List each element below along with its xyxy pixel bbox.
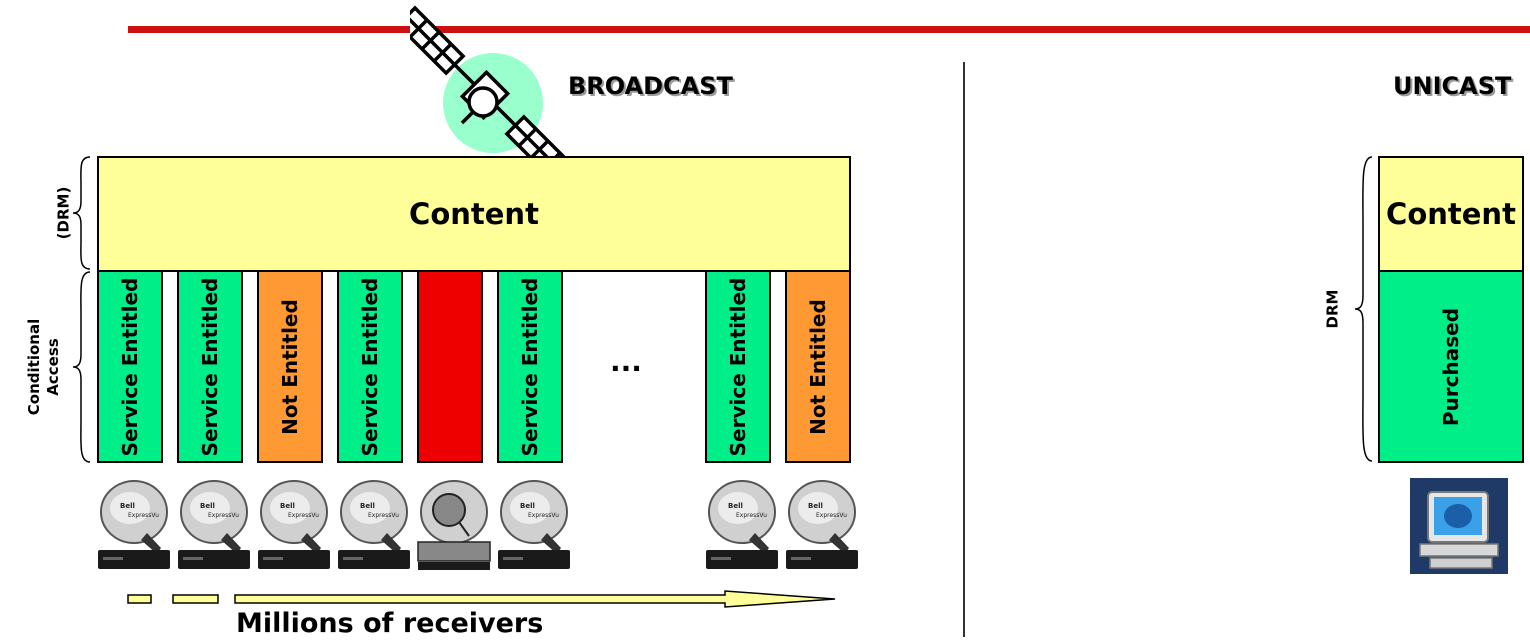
receiver-model: ExpressVu — [208, 512, 239, 519]
receiver-brand: Bell — [360, 502, 375, 510]
ca-brace-label: Conditional Access — [25, 319, 63, 415]
receiver-model: ExpressVu — [736, 512, 767, 519]
entitlement-bar-label: Not Entitled — [278, 298, 302, 435]
entitlement-bar: Service Entitled — [705, 270, 771, 463]
entitlement-bar-label: Service Entitled — [518, 277, 542, 456]
blocked-receiver-icon — [417, 480, 491, 570]
receiver-model: ExpressVu — [528, 512, 559, 519]
entitlement-bar: Service Entitled — [497, 270, 563, 463]
unicast-brace-label: DRM — [1323, 289, 1342, 329]
entitlement-bar: Service Entitled — [177, 270, 243, 463]
title-rule — [128, 26, 1530, 33]
entitlement-bar: Not Entitled — [785, 270, 851, 463]
satellite-icon — [410, 5, 575, 180]
receiver-model: ExpressVu — [128, 512, 159, 519]
receiver-model: ExpressVu — [816, 512, 847, 519]
receivers-arrow — [127, 590, 836, 608]
satellite-dish-icon: Bell ExpressVu — [98, 480, 170, 569]
receiver-model: ExpressVu — [368, 512, 399, 519]
entitlement-bar-blocked — [417, 270, 483, 463]
entitlement-bar-label: Not Entitled — [806, 298, 830, 435]
unicast-content-label: Content — [1386, 197, 1516, 231]
section-divider — [963, 62, 965, 637]
entitlement-bar-label: Service Entitled — [118, 277, 142, 456]
receiver-brand: Bell — [520, 502, 535, 510]
satellite-dish-icon: Bell ExpressVu — [706, 480, 778, 569]
ca-brace-label-line1: Conditional — [25, 318, 43, 416]
satellite-dish-icon: Bell ExpressVu — [178, 480, 250, 569]
satellite-dish-icon: Bell ExpressVu — [498, 480, 570, 569]
purchased-bar: Purchased — [1378, 270, 1524, 463]
entitlement-bar-label: Service Entitled — [726, 277, 750, 456]
satellite-dish-icon: Bell ExpressVu — [338, 480, 410, 569]
entitlement-bar: Service Entitled — [337, 270, 403, 463]
entitlement-bar-label: Service Entitled — [358, 277, 382, 456]
purchased-bar-label: Purchased — [1439, 307, 1463, 426]
broadcast-heading: BROADCAST — [568, 72, 733, 100]
receiver-brand: Bell — [200, 502, 215, 510]
drm-brace — [72, 156, 91, 270]
unicast-drm-brace — [1354, 156, 1373, 462]
receiver-brand: Bell — [280, 502, 295, 510]
receiver-brand: Bell — [728, 502, 743, 510]
unicast-content-box: Content — [1378, 156, 1524, 272]
broadcast-content-box: Content — [97, 156, 851, 272]
broadcast-content-label: Content — [409, 197, 539, 231]
entitlement-bar: Not Entitled — [257, 270, 323, 463]
entitlement-bar: Service Entitled — [97, 270, 163, 463]
receiver-brand: Bell — [120, 502, 135, 510]
receivers-caption: Millions of receivers — [236, 608, 544, 639]
unicast-heading: UNICAST — [1393, 72, 1512, 100]
ca-brace-label-line2: Access — [44, 338, 62, 396]
drm-brace-label: (DRM) — [54, 186, 73, 240]
entitlement-bar-label: Service Entitled — [198, 277, 222, 456]
more-bars-ellipsis: ... — [610, 345, 642, 378]
receiver-brand: Bell — [808, 502, 823, 510]
receiver-model: ExpressVu — [288, 512, 319, 519]
satellite-dish-icon: Bell ExpressVu — [258, 480, 330, 569]
satellite-dish-icon: Bell ExpressVu — [786, 480, 858, 569]
computer-icon — [1410, 478, 1508, 574]
conditional-access-brace — [72, 271, 91, 463]
